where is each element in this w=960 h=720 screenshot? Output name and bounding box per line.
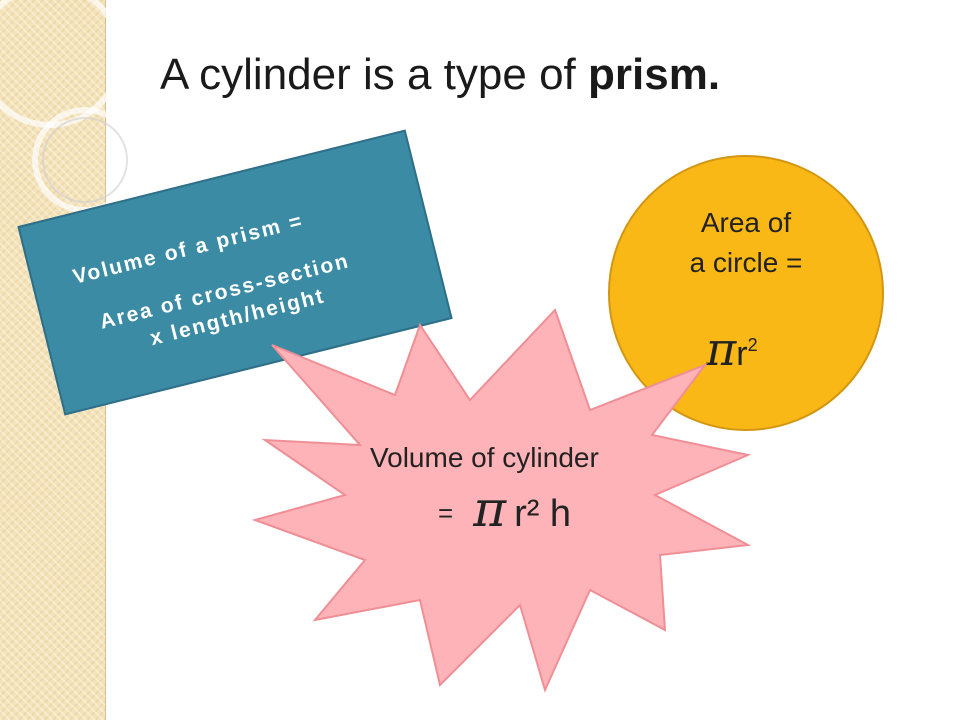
radius-symbol: r xyxy=(736,335,748,373)
title-prefix: A cylinder is a type of xyxy=(160,50,588,99)
pi-symbol: π xyxy=(706,322,737,376)
pi-symbol: π xyxy=(473,480,507,538)
slide-title: A cylinder is a type of prism. xyxy=(160,50,880,100)
equals-sign: = xyxy=(438,498,454,528)
cylinder-volume-line1: Volume of cylinder xyxy=(370,442,599,473)
starburst-shape xyxy=(251,308,752,693)
title-emphasis: prism. xyxy=(588,50,721,99)
cylinder-formula-text: r² h xyxy=(514,493,572,535)
circle-area-formula: πr2 xyxy=(706,322,758,376)
circle-area-line1: Area of xyxy=(700,207,792,238)
circle-area-line2: a circle = xyxy=(689,247,803,278)
exponent: 2 xyxy=(747,335,758,355)
